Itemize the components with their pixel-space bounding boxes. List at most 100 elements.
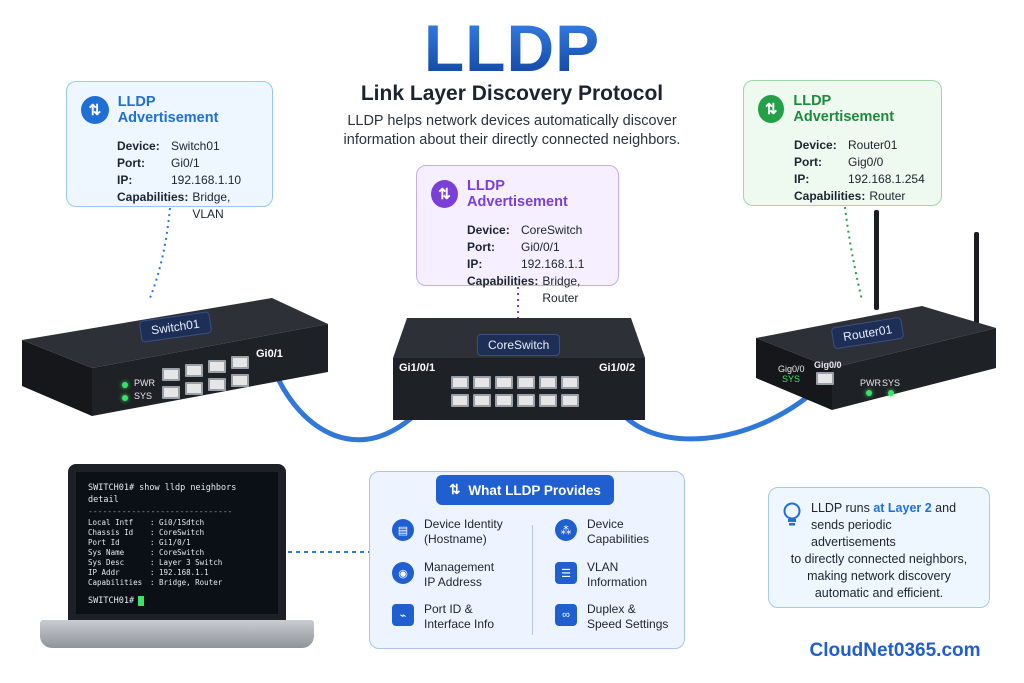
- port-icon: ⌁: [392, 604, 414, 626]
- provides-line1: Device Identity: [424, 517, 503, 531]
- terminal-prompt-text: SWITCH01#: [88, 596, 135, 606]
- lldp-card-switch01: ⇅ LLDP Advertisement Device:Switch01 Por…: [66, 81, 273, 221]
- provides-line2: (Hostname): [424, 532, 487, 546]
- lldp-card-router01: ⇅ LLDP Advertisement Device:Router01 Por…: [743, 80, 942, 206]
- field-label: Device:: [117, 139, 160, 153]
- lightbulb-icon: [783, 502, 801, 526]
- switch01-port[interactable]: [231, 374, 249, 387]
- provides-item-port-id: ⌁ Port ID &Interface Info: [392, 602, 494, 632]
- terminal-key: IP Addr: [88, 568, 120, 577]
- sys-led: [122, 395, 128, 401]
- field-value: Router01: [848, 138, 898, 152]
- core-port[interactable]: [561, 376, 579, 389]
- brand-link[interactable]: CloudNet0365.com: [809, 640, 981, 661]
- link-icon: ∞: [555, 604, 577, 626]
- core-port[interactable]: [451, 376, 469, 389]
- core-port[interactable]: [473, 394, 491, 407]
- provides-line1: Management: [424, 560, 495, 574]
- terminal-key: Sys Name: [88, 548, 125, 557]
- field-port: Port:Gi0/0/1: [431, 239, 604, 256]
- terminal-row: IP Addr: 192.168.1.1: [88, 568, 266, 578]
- core-port-right-label: Gi1/0/2: [599, 362, 636, 374]
- field-label: IP:: [794, 172, 810, 186]
- field-value: Gi0/1: [171, 156, 200, 170]
- field-port: Port:Gig0/0: [758, 154, 927, 171]
- antenna-left: [874, 210, 879, 310]
- switch01-port[interactable]: [208, 378, 226, 391]
- page-subtitle: Link Layer Discovery Protocol: [360, 82, 664, 105]
- antenna-right: [974, 232, 979, 332]
- provides-line1: VLAN: [587, 560, 619, 574]
- switch01-port[interactable]: [185, 364, 203, 377]
- info-pre: LLDP runs: [811, 501, 874, 515]
- terminal-key: Capabilities: [88, 578, 143, 587]
- arrows-up-down-icon: ⇅: [449, 482, 461, 497]
- core-port[interactable]: [517, 394, 535, 407]
- laptop-base: [40, 620, 314, 648]
- info-highlight: at Layer 2: [873, 501, 932, 515]
- terminal-value: : Layer 3 Switch: [150, 558, 223, 567]
- location-pin-icon: ◉: [392, 562, 414, 584]
- router-sys-led: [888, 390, 894, 396]
- terminal-output: Local Intf: Gi0/1 Sdtch Chassis Id: Core…: [88, 518, 266, 588]
- field-capabilities: Capabilities:Bridge, VLAN: [81, 189, 258, 223]
- arrows-up-down-icon: ⇅: [81, 96, 109, 124]
- field-label: Capabilities:: [794, 189, 866, 203]
- core-port[interactable]: [539, 376, 557, 389]
- field-value: Gi0/0/1: [521, 240, 560, 254]
- terminal-row: Sys Name: CoreSwitch: [88, 548, 266, 558]
- cable-switch-to-core: [272, 369, 423, 443]
- field-capabilities: Capabilities:Bridge, Router: [431, 273, 604, 307]
- terminal-key: Sys Desc: [88, 558, 125, 567]
- field-value: Gig0/0: [848, 155, 884, 169]
- field-ip: IP:192.168.1.1: [431, 256, 604, 273]
- terminal-row: Sys Desc : Layer 3 Switch: [88, 558, 266, 568]
- terminal-row: Local Intf: Gi0/1 Sdtch: [88, 518, 266, 528]
- provides-line2: IP Address: [424, 575, 482, 589]
- switch01-port[interactable]: [185, 382, 203, 395]
- switch01-port[interactable]: [208, 360, 226, 373]
- core-port[interactable]: [561, 394, 579, 407]
- page-description: LLDP helps network devices automatically…: [343, 113, 681, 148]
- core-port[interactable]: [495, 376, 513, 389]
- core-port[interactable]: [473, 376, 491, 389]
- switch01-port[interactable]: [162, 368, 180, 381]
- field-device: Device:CoreSwitch: [431, 222, 604, 239]
- terminal-extra: Sdtch: [181, 518, 205, 527]
- core-switch-device: CoreSwitch Gi1/0/1 Gi1/0/2: [393, 318, 645, 420]
- provides-title: What LLDP Provides: [468, 482, 601, 498]
- network-nodes-icon: ⁂: [555, 519, 577, 541]
- field-value: 192.168.1.1: [521, 257, 585, 271]
- provides-header: ⇅ What LLDP Provides: [436, 475, 614, 505]
- provides-item-device-identity: ▤ Device Identity(Hostname): [392, 517, 503, 547]
- field-value: Bridge, Router: [542, 274, 581, 305]
- lldp-card-core: ⇅ LLDP Advertisement Device:CoreSwitch P…: [416, 165, 619, 305]
- core-port[interactable]: [539, 394, 557, 407]
- switch01-port[interactable]: [162, 386, 180, 399]
- terminal-command: SWITCH01# show lldp neighbors detail: [88, 483, 237, 505]
- info-text-rest: to directly connected neighbors, making …: [790, 552, 968, 600]
- core-port-left-label: Gi1/0/1: [399, 362, 436, 374]
- field-port: Port:Gi0/1: [81, 155, 258, 172]
- card-title: LLDP Advertisement: [793, 93, 895, 125]
- id-card-icon: ▤: [392, 519, 414, 541]
- core-port[interactable]: [451, 394, 469, 407]
- terminal-value: : Gi1/0/1: [150, 538, 191, 547]
- provides-line1: Duplex &: [587, 602, 636, 616]
- field-label: Device:: [467, 223, 510, 237]
- router-pwr-led: [866, 390, 872, 396]
- terminal-row: Chassis Id: CoreSwitch: [88, 528, 266, 538]
- card-title: LLDP Advertisement: [467, 178, 568, 210]
- router-port[interactable]: [816, 372, 834, 385]
- field-value: Router: [869, 189, 906, 203]
- terminal-prompt[interactable]: SWITCH01#: [88, 596, 266, 606]
- core-port[interactable]: [517, 376, 535, 389]
- switch01-port-label: Gi0/1: [256, 348, 283, 360]
- router01-device: Router01 Gig0/0 SYS Gig0/0 PWR SYS: [752, 210, 1000, 410]
- provides-item-duplex-speed: ∞ Duplex &Speed Settings: [555, 602, 668, 632]
- core-port[interactable]: [495, 394, 513, 407]
- switch01-port[interactable]: [231, 356, 249, 369]
- field-value: Switch01: [171, 139, 220, 153]
